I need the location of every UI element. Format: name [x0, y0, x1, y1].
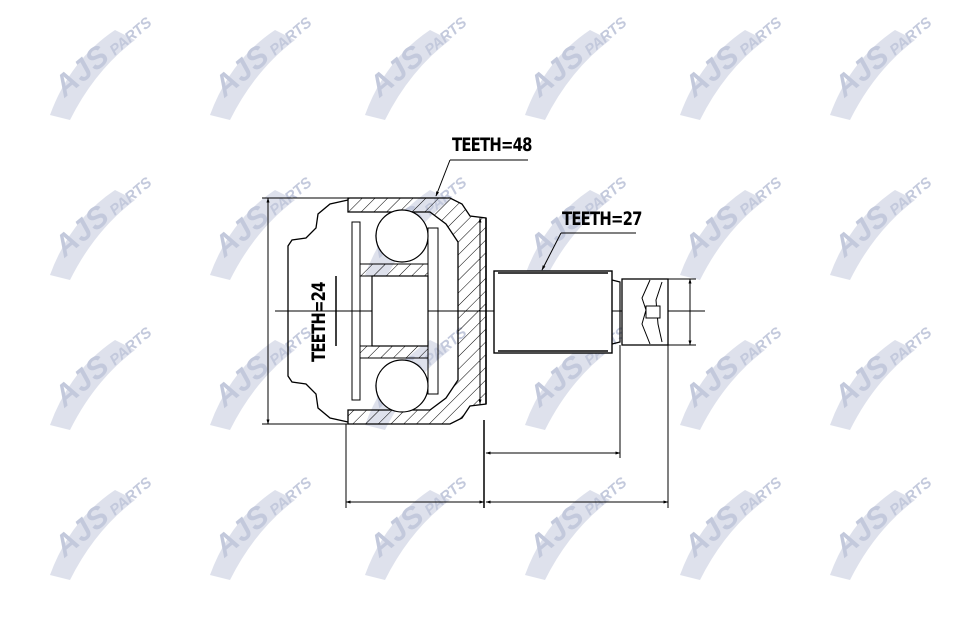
watermark-swoosh-icon	[210, 190, 295, 280]
watermark-logo: AJSPARTS	[40, 474, 155, 590]
watermark-swoosh-icon	[210, 490, 295, 580]
watermark-swoosh-icon	[680, 30, 765, 120]
watermark-logo: AJSPARTS	[670, 474, 785, 590]
watermark-swoosh-icon	[680, 190, 765, 280]
ball-bottom	[375, 359, 429, 413]
inner-race-bottom	[359, 345, 429, 359]
watermark-logo: AJSPARTS	[355, 14, 470, 130]
watermark-logo: AJSPARTS	[820, 324, 935, 440]
ball-top	[375, 209, 429, 263]
shaft-splined	[493, 270, 613, 354]
watermark-swoosh-icon	[525, 30, 610, 120]
watermark-swoosh-icon	[830, 340, 915, 430]
watermark-swoosh-icon	[830, 490, 915, 580]
teeth-outer-label: TEETH=48	[452, 134, 532, 156]
watermark-logo: AJSPARTS	[670, 14, 785, 130]
boot-outline	[287, 199, 349, 423]
inner-bore	[371, 275, 429, 347]
watermark-swoosh-icon	[50, 340, 135, 430]
watermark-logo: AJSPARTS	[355, 474, 470, 590]
watermark-logo: AJSPARTS	[515, 174, 630, 290]
watermark-logo: AJSPARTS	[200, 474, 315, 590]
watermark-swoosh-icon	[525, 340, 610, 430]
watermark-swoosh-icon	[50, 190, 135, 280]
watermark-swoosh-icon	[50, 30, 135, 120]
watermark-logo: AJSPARTS	[670, 324, 785, 440]
watermark-swoosh-icon	[210, 340, 295, 430]
watermark-logo: AJSPARTS	[40, 174, 155, 290]
watermark-logo: AJSPARTS	[200, 324, 315, 440]
watermark-logo: AJSPARTS	[515, 474, 630, 590]
watermark-logo: AJSPARTS	[515, 14, 630, 130]
watermark-swoosh-icon	[680, 490, 765, 580]
watermark-logo: AJSPARTS	[670, 174, 785, 290]
watermark-logo: AJSPARTS	[200, 174, 315, 290]
teeth-inner-label: TEETH=24	[308, 282, 330, 362]
watermark-logo: AJSPARTS	[820, 174, 935, 290]
watermark-logo: AJSPARTS	[820, 474, 935, 590]
watermark-logo: AJSPARTS	[40, 14, 155, 130]
watermark-swoosh-icon	[365, 490, 450, 580]
watermark-swoosh-icon	[830, 190, 915, 280]
watermark-swoosh-icon	[50, 490, 135, 580]
inner-race-top	[359, 263, 429, 277]
watermark-swoosh-icon	[210, 30, 295, 120]
watermark-swoosh-icon	[525, 190, 610, 280]
watermark-swoosh-icon	[365, 30, 450, 120]
watermark-logo: AJSPARTS	[40, 324, 155, 440]
watermark-logo: AJSPARTS	[515, 324, 630, 440]
watermark-swoosh-icon	[830, 30, 915, 120]
watermark-logo: AJSPARTS	[200, 14, 315, 130]
watermark-swoosh-icon	[680, 340, 765, 430]
watermark-logo: AJSPARTS	[820, 14, 935, 130]
watermark-swoosh-icon	[525, 490, 610, 580]
teeth-shaft-label: TEETH=27	[562, 208, 642, 230]
